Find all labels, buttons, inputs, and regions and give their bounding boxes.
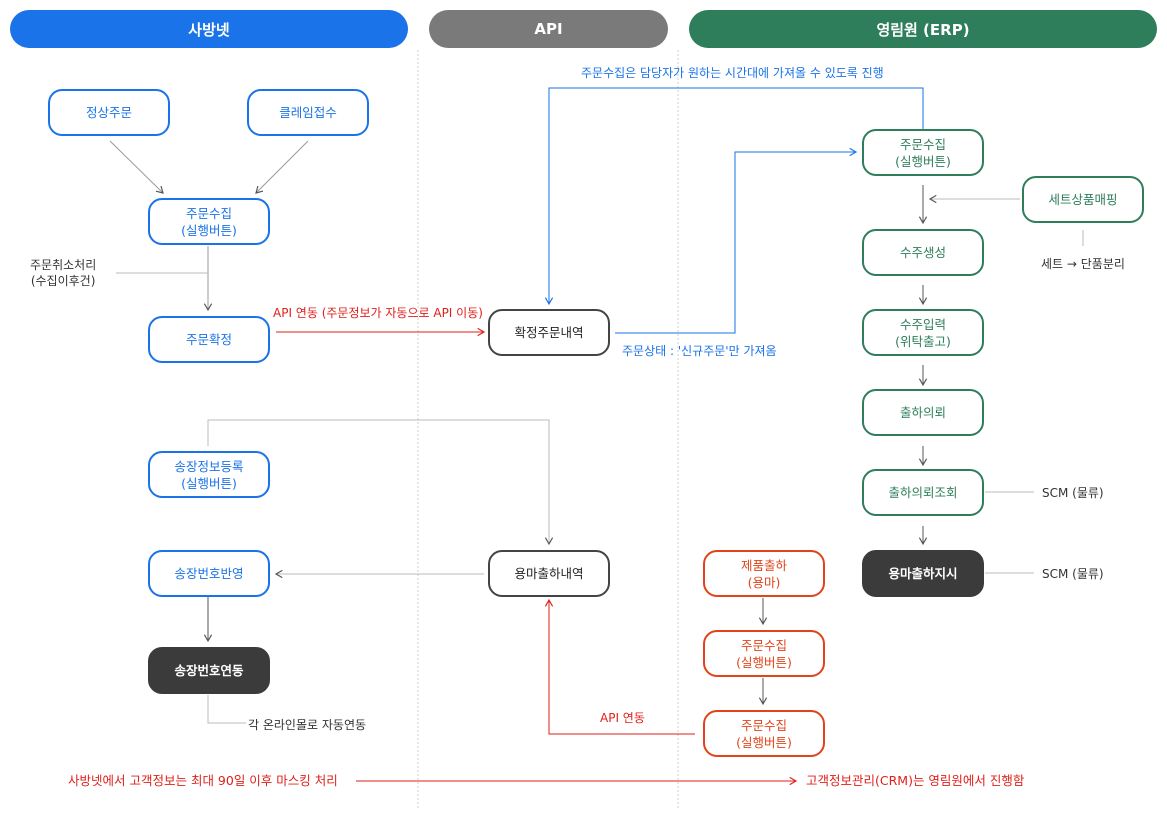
label-scm-query: SCM (물류)	[1042, 486, 1104, 500]
node-sublabel: (위탁출고)	[895, 333, 951, 349]
node-order-collect-erp: 주문수집 (실행버튼)	[862, 129, 984, 176]
node-label: 송장정보등록	[174, 458, 244, 474]
node-sublabel: (실행버튼)	[895, 153, 951, 169]
label-masking: 사방넷에서 고객정보는 최대 90일 이후 마스킹 처리	[68, 773, 338, 788]
node-label: 송장번호연동	[174, 663, 244, 678]
node-order-input: 수주입력 (위탁출고)	[862, 309, 984, 356]
label-crm: 고객정보관리(CRM)는 영림원에서 진행함	[806, 773, 1025, 788]
node-claim: 클레임접수	[247, 89, 369, 136]
node-label: 출하의뢰조회	[888, 485, 958, 500]
node-invoice-register: 송장정보등록 (실행버튼)	[148, 451, 270, 498]
label-set-split: 세트 → 단품분리	[1041, 257, 1125, 271]
node-sublabel: (실행버튼)	[736, 654, 792, 670]
node-label: 용마출하내역	[514, 566, 584, 581]
node-normal-order: 정상주문	[48, 89, 170, 136]
node-label: 수주입력	[899, 316, 946, 332]
node-label: 주문수집	[899, 136, 946, 152]
node-yongma-ship-list: 용마출하내역	[488, 550, 610, 597]
edge-confirmed-to-erp-collect	[615, 147, 858, 334]
label-status-note: 주문상태 : '신규주문'만 가져옴	[622, 344, 777, 358]
label-scm-instruct: SCM (물류)	[1042, 567, 1104, 581]
label-cancel-line2: (수집이후건)	[30, 274, 96, 288]
node-sublabel: (실행버튼)	[181, 222, 237, 238]
edge-invoice-reg-to-yongma	[207, 419, 554, 546]
node-sublabel: (용마)	[747, 574, 781, 590]
label-api-link-desc: API 연동 (주문정보가 자동으로 API 이동)	[273, 306, 483, 320]
edge-erp-collect-to-confirmed	[544, 87, 924, 306]
label-auto-link: 각 온라인몰로 자동연동	[248, 718, 367, 732]
node-ship-request-query: 출하의뢰조회	[862, 469, 984, 516]
node-label: 클레임접수	[279, 105, 337, 120]
node-order-collect-left: 주문수집 (실행버튼)	[148, 198, 270, 245]
label-cancel: 주문취소처리 (수집이후건)	[30, 257, 96, 289]
node-order-collect-mid1: 주문수집 (실행버튼)	[703, 630, 825, 677]
node-label: 수주생성	[899, 245, 946, 260]
node-invoice-link: 송장번호연동	[148, 647, 270, 694]
node-ship-request: 출하의뢰	[862, 389, 984, 436]
node-label: 정상주문	[85, 105, 132, 120]
node-label: 세트상품매핑	[1048, 192, 1118, 207]
header-sabangnet: 사방넷	[10, 10, 408, 48]
edge-collect2-to-yongma	[544, 598, 695, 735]
node-label: 용마출하지시	[888, 566, 958, 581]
node-confirmed-orders: 확정주문내역	[488, 309, 610, 356]
edge-claim-to-collect	[255, 140, 309, 194]
node-label: 주문수집	[740, 717, 787, 733]
node-label: 주문수집	[740, 637, 787, 653]
node-product-shipment: 제품출하 (용마)	[703, 550, 825, 597]
label-collect-time-note: 주문수집은 담당자가 원하는 시간대에 가져올 수 있도록 진행	[581, 66, 884, 80]
edge-link-to-auto	[207, 695, 246, 724]
node-label: 제품출하	[740, 557, 787, 573]
node-label: 주문수집	[185, 205, 232, 221]
label-cancel-line1: 주문취소처리	[30, 258, 97, 272]
node-order-collect-mid2: 주문수집 (실행버튼)	[703, 710, 825, 757]
label-api-link: API 연동	[600, 711, 645, 725]
header-api: API	[429, 10, 668, 48]
node-yongma-ship-instruct: 용마출하지시	[862, 550, 984, 597]
node-sublabel: (실행버튼)	[181, 475, 237, 491]
node-order-confirm: 주문확정	[148, 316, 270, 363]
node-label: 출하의뢰	[899, 405, 946, 420]
node-invoice-apply: 송장번호반영	[148, 550, 270, 597]
node-label: 확정주문내역	[514, 325, 584, 340]
node-label: 송장번호반영	[174, 566, 244, 581]
node-set-mapping: 세트상품매핑	[1022, 176, 1144, 223]
node-label: 주문확정	[185, 332, 232, 347]
header-erp: 영림원 (ERP)	[689, 10, 1157, 48]
node-order-create: 수주생성	[862, 229, 984, 276]
edge-normal-to-collect	[109, 140, 164, 194]
node-sublabel: (실행버튼)	[736, 734, 792, 750]
